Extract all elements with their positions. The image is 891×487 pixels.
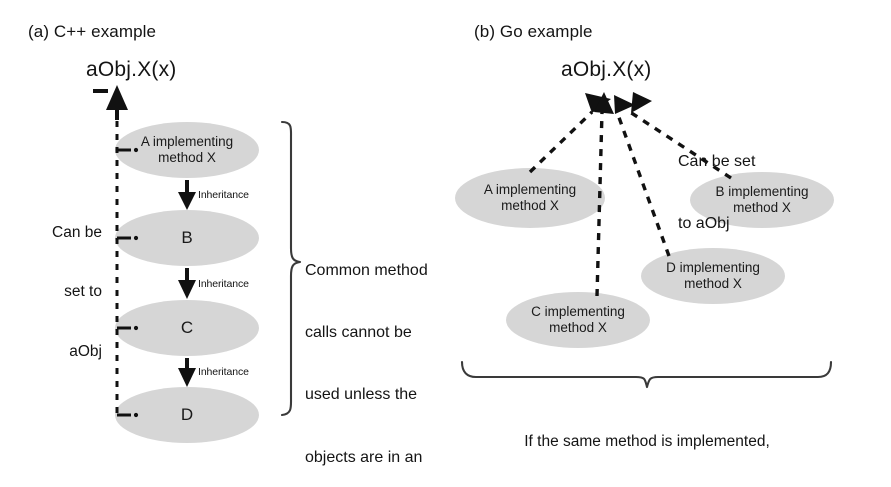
panel-b-graphics bbox=[455, 92, 834, 389]
ellipse-b-node-A[interactable] bbox=[455, 168, 605, 228]
panel-a-left-note-line-1: Can be bbox=[52, 223, 102, 241]
inheritance-arrow-b-c bbox=[178, 268, 196, 299]
arrowhead-b-4 bbox=[631, 92, 652, 113]
dashed-line-b-from-D bbox=[615, 111, 671, 257]
panel-a-edge-label-2: Inheritance bbox=[198, 278, 249, 290]
panel-b-right-note-line-1: Can be set bbox=[678, 152, 756, 170]
panel-a-right-note-line-4: objects are in an bbox=[305, 448, 423, 466]
ellipse-a-node-A[interactable] bbox=[115, 122, 259, 178]
panel-a-right-note-line-3: used unless the bbox=[305, 386, 418, 404]
ellipse-b-node-B[interactable] bbox=[690, 172, 834, 228]
panel-b-bottom-note-line-1: If the same method is implemented, bbox=[524, 433, 770, 451]
panel-a-right-note: Common method calls cannot be used unles… bbox=[305, 219, 445, 487]
panel-b-bottom-note: If the same method is implemented, it ca… bbox=[470, 392, 824, 487]
ellipse-a-node-B[interactable] bbox=[115, 210, 259, 266]
brace-a-right bbox=[280, 120, 302, 417]
arrowhead-b-3 bbox=[614, 95, 635, 114]
panel-a-edge-label-1: Inheritance bbox=[198, 189, 249, 201]
inheritance-arrow-a-b bbox=[178, 180, 196, 210]
panel-a-left-note: Can be set to aObj bbox=[10, 183, 102, 401]
ellipse-a-node-C[interactable] bbox=[115, 300, 259, 356]
panel-b-call-label: aObj.X(x) bbox=[561, 58, 652, 81]
call-arrowheads-b bbox=[585, 92, 652, 114]
panel-a-call-label: aObj.X(x) bbox=[86, 58, 177, 81]
dashed-call-lines-b bbox=[528, 110, 732, 297]
panel-a-right-note-line-2: calls cannot be bbox=[305, 323, 412, 341]
panel-a-title: (a) C++ example bbox=[28, 22, 157, 41]
brace-b-bottom bbox=[460, 360, 833, 389]
panel-a-graphics bbox=[93, 85, 302, 443]
inheritance-arrow-c-d bbox=[178, 358, 196, 387]
ellipse-a-node-D[interactable] bbox=[115, 387, 259, 443]
dashed-line-b-from-A bbox=[528, 110, 594, 174]
arrowhead-b-2 bbox=[594, 92, 614, 114]
call-arrow-up-a bbox=[93, 85, 128, 120]
panel-a-edge-label-3: Inheritance bbox=[198, 366, 249, 378]
ellipse-b-node-C[interactable] bbox=[506, 292, 650, 348]
panel-b-right-note-line-2: to aObj bbox=[678, 214, 730, 232]
ellipse-b-node-D[interactable] bbox=[641, 248, 785, 304]
panel-a-left-note-line-3: aObj bbox=[69, 342, 102, 360]
panel-a-left-note-line-2: set to bbox=[64, 283, 102, 301]
panel-b-right-note: Can be set to aObj bbox=[678, 110, 828, 276]
dashed-line-b-from-C bbox=[595, 111, 604, 297]
panel-b-title: (b) Go example bbox=[474, 22, 593, 41]
panel-a-right-note-line-1: Common method bbox=[305, 261, 428, 279]
dashed-line-b-from-B bbox=[629, 110, 732, 180]
dashed-assignment-line-a bbox=[115, 108, 139, 418]
